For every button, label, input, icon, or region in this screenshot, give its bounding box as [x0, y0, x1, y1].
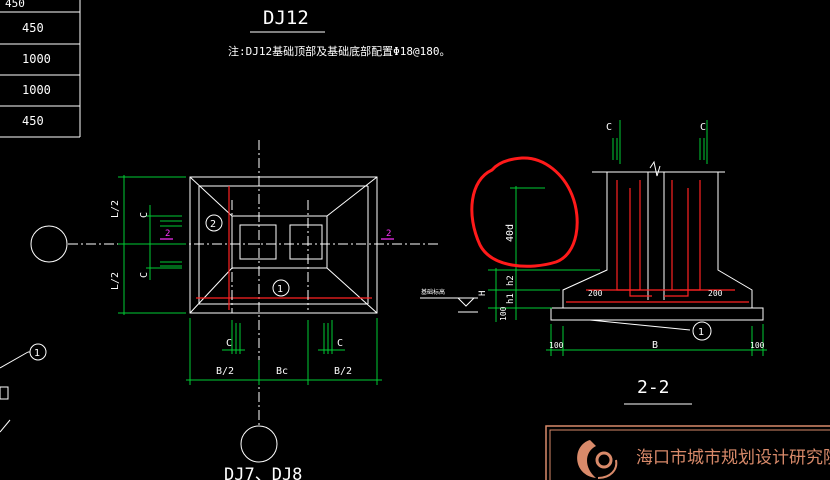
schedule-table: 450 450 1000 1000 450: [0, 0, 81, 138]
elevation-label: 基础标高: [421, 288, 445, 296]
svg-text:C: C: [226, 338, 232, 349]
drawing-title: DJ12: [263, 7, 309, 29]
section-bubble-1: [692, 321, 712, 341]
svg-text:1: 1: [34, 348, 40, 359]
svg-text:1: 1: [277, 284, 283, 295]
svg-text:L/2: L/2: [110, 272, 121, 290]
svg-text:100: 100: [549, 341, 564, 350]
footing-outline: [189, 176, 378, 314]
svg-text:B/2: B/2: [216, 366, 234, 377]
svg-text:C: C: [139, 272, 150, 278]
table-cell: 450: [22, 21, 44, 35]
bubble-2: [205, 214, 223, 232]
institute-logo-icon: [577, 440, 618, 479]
grid-bubble-bottom: [240, 425, 278, 463]
svg-text:C: C: [139, 212, 150, 218]
left-leader-bubble: 1: [0, 343, 47, 433]
svg-text:B/2: B/2: [334, 366, 352, 377]
svg-text:Bc: Bc: [276, 366, 288, 377]
svg-text:40d: 40d: [505, 224, 516, 242]
svg-text:100: 100: [750, 341, 765, 350]
svg-text:L/2: L/2: [110, 200, 121, 218]
grid-bubble-left: [30, 225, 68, 263]
svg-text:200: 200: [708, 289, 723, 298]
svg-text:C: C: [337, 338, 343, 349]
institute-stamp: 海口市城市规划设计研究院: [545, 425, 830, 480]
svg-text:200: 200: [588, 289, 603, 298]
base-slab: [550, 307, 764, 321]
svg-text:2: 2: [210, 219, 216, 230]
drawing-note: 注:DJ12基础顶部及基础底部配置Φ18@180。: [228, 44, 450, 58]
table-cell-partial: 450: [5, 0, 25, 10]
section-mark-left: 2: [165, 229, 170, 239]
svg-text:100: 100: [499, 306, 508, 321]
column-right: [289, 224, 323, 260]
svg-text:h2: h2: [506, 275, 516, 286]
plan-view: 2 1 L/2 L/2 C C 2 2: [110, 175, 394, 385]
section-mark-right: 2: [386, 229, 391, 239]
footing-profile: [562, 171, 753, 308]
svg-text:B: B: [652, 340, 658, 351]
table-cell: 450: [22, 114, 44, 128]
svg-text:H: H: [478, 291, 488, 296]
table-cell: 1000: [22, 52, 51, 66]
column-left: [239, 224, 277, 260]
table-cell: 1000: [22, 83, 51, 97]
institute-name: 海口市城市规划设计研究院: [636, 448, 830, 468]
highlight-circle: [470, 156, 579, 268]
svg-text:h1: h1: [506, 293, 516, 304]
section-view: C C 40d h2 h1 H 100 基础标高 200 200 1 100 B…: [420, 120, 767, 405]
section-title: 2-2: [637, 377, 670, 398]
svg-text:C: C: [700, 122, 706, 133]
bottom-footing-label: DJ7、DJ8: [224, 465, 302, 480]
svg-text:C: C: [606, 122, 612, 133]
svg-text:1: 1: [698, 327, 704, 338]
break-mark: [649, 160, 661, 177]
bubble-1: [272, 279, 290, 297]
column-pedestal: [231, 215, 328, 269]
